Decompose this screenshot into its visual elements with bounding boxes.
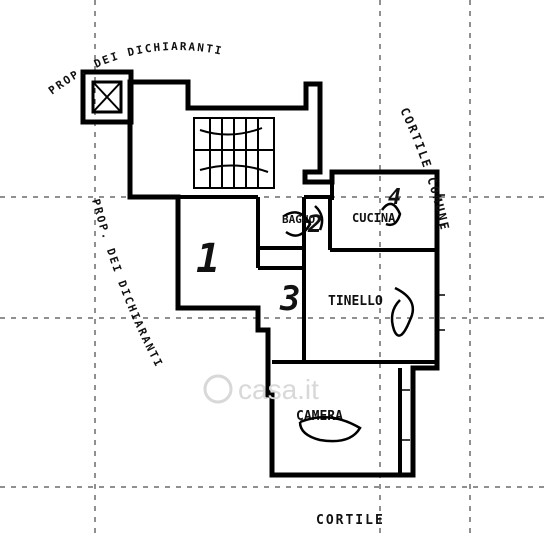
neighbor-label-top-path: PROP. DEI DICHIARANTI xyxy=(46,40,222,97)
neighbor-label-left: PROP. DEI DICHIARANTI xyxy=(89,197,166,370)
hand-mark-4: 4 xyxy=(388,185,401,210)
shaft-box xyxy=(80,69,134,125)
exterior-walls xyxy=(127,79,440,478)
courtyard-label-right: CORTILE COMUNE xyxy=(397,105,452,232)
hand-mark-2: 2 xyxy=(307,210,322,238)
neighbor-label-top: PROP. DEI DICHIARANTI xyxy=(46,40,224,97)
windows xyxy=(400,194,445,441)
neighbor-label-left-path: PROP. DEI DICHIARANTI xyxy=(89,197,164,370)
hand-mark-3: 3 xyxy=(279,279,300,319)
room-label-tinello: TINELLO xyxy=(328,294,383,309)
room-label-cucina: CUCINA xyxy=(352,211,396,225)
hand-mark-1: 1 xyxy=(196,236,220,282)
interior-walls xyxy=(178,182,437,475)
staircase xyxy=(193,117,275,189)
courtyard-label-bottom: CORTILE xyxy=(316,513,385,528)
watermark-text: casa.it xyxy=(238,374,319,405)
courtyard-label-right-path: CORTILE COMUNE xyxy=(397,105,450,232)
watermark: casa.it xyxy=(203,374,319,405)
hand-marks xyxy=(283,202,415,443)
room-label-bagno: BAGNO xyxy=(282,213,315,226)
